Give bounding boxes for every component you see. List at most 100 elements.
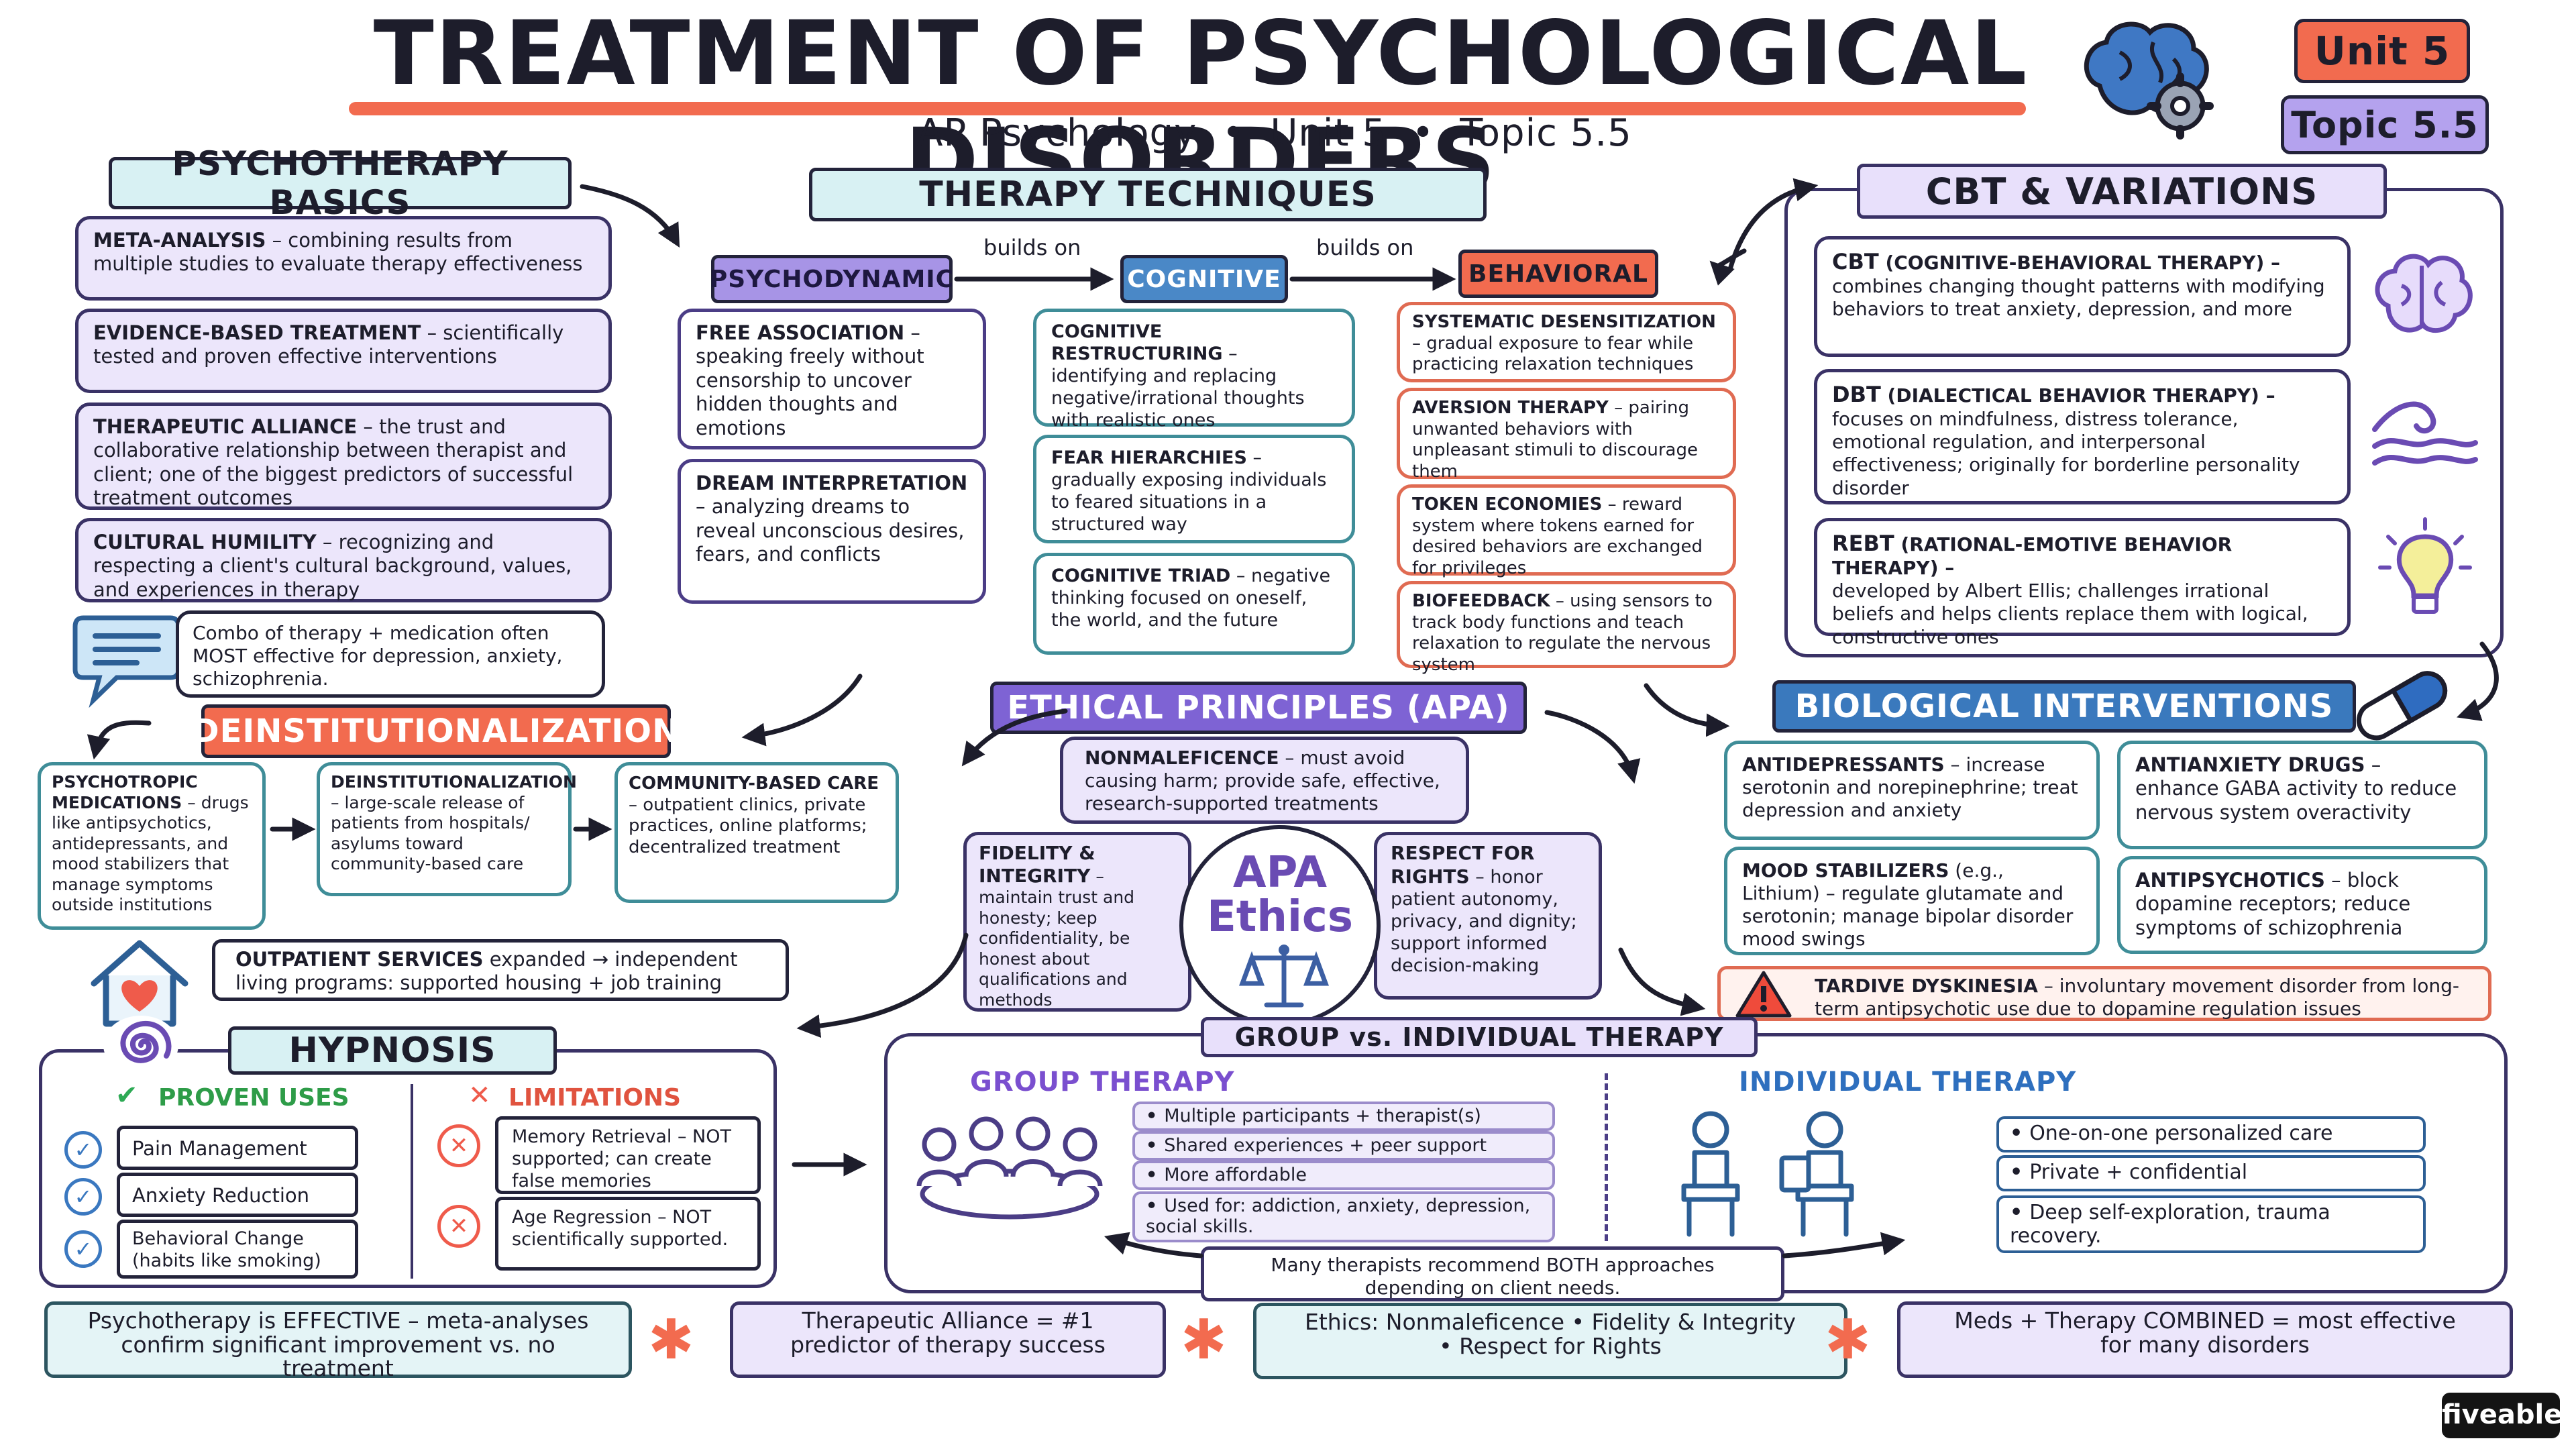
desc: – combining results from multiple studie… xyxy=(93,229,583,276)
full-name: (COGNITIVE-BEHAVIORAL THERAPY) – xyxy=(1878,252,2280,274)
tardive-dyskinesia: TARDIVE DYSKINESIA – involuntary movemen… xyxy=(1717,966,2491,1021)
group-note: Many therapists recommend BOTH approache… xyxy=(1201,1246,1784,1301)
star-icon: ✱ xyxy=(1825,1308,1871,1372)
psychodynamic-label: PSYCHODYNAMIC xyxy=(710,255,953,303)
limit-item: Age Regression – NOT scientifically supp… xyxy=(495,1197,761,1271)
desc: – drugs like antipsychotics, antidepress… xyxy=(52,792,249,915)
term: FREE ASSOCIATION xyxy=(696,321,905,344)
summary-ethics: Ethics: Nonmaleficence • Fidelity & Inte… xyxy=(1253,1303,1847,1379)
full-name: (RATIONAL-EMOTIVE BEHAVIOR THERAPY) – xyxy=(1832,533,2233,580)
basics-meta-analysis: META-ANALYSIS – combining results from m… xyxy=(75,216,612,301)
antidepressants: ANTIDEPRESSANTS – increase serotonin and… xyxy=(1724,741,2100,840)
basics-cultural-humility: CULTURAL HUMILITY – recognizing and resp… xyxy=(75,518,612,602)
community-based-care: COMMUNITY-BASED CARE – outpatient clinic… xyxy=(614,762,899,903)
term: DREAM INTERPRETATION xyxy=(696,472,968,494)
basics-note: Combo of therapy + medication often MOST… xyxy=(176,610,605,698)
systematic-desensitization: SYSTEMATIC DESENSITIZATION – gradual exp… xyxy=(1397,302,1736,382)
desc: (e.g., Lithium) – regulate glutamate and… xyxy=(1742,859,2074,951)
counseling-icon xyxy=(1657,1106,1878,1240)
warning-icon xyxy=(1735,970,1792,1018)
check-circle-icon: ✓ xyxy=(64,1230,102,1268)
desc: – analyzing dreams to reveal unconscious… xyxy=(696,495,965,566)
individual-item: One-on-one personalized care xyxy=(1996,1116,2426,1152)
wave-icon xyxy=(2368,389,2482,476)
spiral-icon xyxy=(101,1012,181,1079)
limitations-title: LIMITATIONS xyxy=(508,1084,681,1112)
desc: – the trust and collaborative relationsh… xyxy=(93,415,574,510)
term: TOKEN ECONOMIES xyxy=(1412,494,1603,515)
biofeedback: BIOFEEDBACK – using sensors to track bod… xyxy=(1397,581,1736,675)
desc: – using sensors to track body functions … xyxy=(1412,591,1713,676)
cbt-item: CBT (COGNITIVE-BEHAVIORAL THERAPY) – com… xyxy=(1814,236,2351,357)
limits-x-icon: ✕ xyxy=(468,1080,491,1111)
lightbulb-icon xyxy=(2375,517,2475,624)
bio-header: BIOLOGICAL INTERVENTIONS xyxy=(1772,680,2356,733)
summary-alliance: Therapeutic Alliance = #1 predictor of t… xyxy=(730,1301,1166,1378)
mood-stabilizers: MOOD STABILIZERS (e.g., Lithium) – regul… xyxy=(1724,847,2100,955)
desc: – scientifically tested and proven effec… xyxy=(93,321,564,368)
scales-icon xyxy=(1238,945,1330,1008)
individual-therapy-title: INDIVIDUAL THERAPY xyxy=(1739,1067,2077,1097)
group-item: Used for: addiction, anxiety, depression… xyxy=(1132,1191,1555,1242)
full-name: (DIALECTICAL BEHAVIOR THERAPY) – xyxy=(1880,384,2275,407)
basics-therapeutic-alliance: THERAPEUTIC ALLIANCE – the trust and col… xyxy=(75,402,612,510)
basics-evidence-based: EVIDENCE-BASED TREATMENT – scientificall… xyxy=(75,309,612,393)
star-icon: ✱ xyxy=(648,1308,694,1372)
cognitive-triad: COGNITIVE TRIAD – negative thinking focu… xyxy=(1033,553,1355,655)
antipsychotics: ANTIPSYCHOTICS – block dopamine receptor… xyxy=(2117,856,2487,954)
proven-item: Pain Management xyxy=(117,1126,358,1170)
desc: developed by Albert Ellis; challenges ir… xyxy=(1832,580,2308,648)
desc: – pairing unwanted behaviors with unplea… xyxy=(1412,398,1698,482)
desc: – increase serotonin and norepinephrine;… xyxy=(1742,753,2078,822)
desc: – speaking freely without censorship to … xyxy=(696,321,924,439)
group-item: Multiple participants + therapist(s) xyxy=(1132,1102,1555,1131)
term: THERAPEUTIC ALLIANCE xyxy=(93,415,358,438)
respect-for-rights: RESPECT FOR RIGHTS – honor patient auton… xyxy=(1374,832,1602,1000)
desc: – gradually exposing individuals to fear… xyxy=(1051,447,1327,535)
individual-item: Deep self-exploration, trauma recovery. xyxy=(1996,1195,2426,1253)
term: BIOFEEDBACK xyxy=(1412,591,1550,611)
topic-badge: Topic 5.5 xyxy=(2281,95,2489,154)
desc: – involuntary movement disorder from lon… xyxy=(1815,975,2459,1020)
pill-icon xyxy=(2341,661,2462,749)
term: COGNITIVE RESTRUCTURING xyxy=(1051,321,1223,364)
ethics-header: ETHICAL PRINCIPLES (APA) xyxy=(990,682,1527,734)
desc: focuses on mindfulness, distress toleran… xyxy=(1832,408,2300,499)
proven-uses-title: PROVEN USES xyxy=(158,1084,350,1112)
subtitle: AP Psychology • Unit 5 • Topic 5.5 xyxy=(917,111,1632,155)
fiveable-logo: fiveable xyxy=(2442,1393,2562,1438)
desc: – honor patient autonomy, privacy, and d… xyxy=(1391,866,1577,976)
brain-icon xyxy=(2368,246,2475,346)
dbt-item: DBT (DIALECTICAL BEHAVIOR THERAPY) – foc… xyxy=(1814,369,2351,504)
term: AVERSION THERAPY xyxy=(1412,398,1609,418)
aversion-therapy: AVERSION THERAPY – pairing unwanted beha… xyxy=(1397,388,1736,482)
cognitive-restructuring: COGNITIVE RESTRUCTURING – identifying an… xyxy=(1033,309,1355,431)
fidelity-integrity: FIDELITY & INTEGRITY – maintain trust an… xyxy=(963,832,1191,1012)
term: ANTIANXIETY DRUGS xyxy=(2135,753,2365,776)
outpatient-services: OUTPATIENT SERVICES expanded → independe… xyxy=(212,939,789,1001)
proven-item: Behavioral Change (habits like smoking) xyxy=(117,1220,358,1279)
term: FIDELITY & INTEGRITY xyxy=(979,842,1095,888)
cbt-header: CBT & VARIATIONS xyxy=(1857,164,2387,219)
desc: – gradual exposure to fear while practic… xyxy=(1412,333,1694,375)
desc: expanded → independent living programs: … xyxy=(235,948,738,995)
cognitive-label: COGNITIVE xyxy=(1120,255,1288,303)
unit-badge: Unit 5 xyxy=(2294,19,2470,83)
desc: – maintain trust and honesty; keep confi… xyxy=(979,867,1135,1010)
term: DBT xyxy=(1832,382,1881,407)
builds-on-label-2: builds on xyxy=(1316,235,1414,260)
builds-on-label-1: builds on xyxy=(983,235,1081,260)
term: CULTURAL HUMILITY xyxy=(93,531,317,553)
page-title: TREATMENT OF PSYCHOLOGICAL DISORDERS xyxy=(373,2,2029,213)
term: ANTIDEPRESSANTS xyxy=(1742,753,1945,775)
term: META-ANALYSIS xyxy=(93,229,266,252)
deinstitutionalization-box: DEINSTITUTIONALIZATION – large-scale rel… xyxy=(317,762,577,896)
term: TARDIVE DYSKINESIA xyxy=(1815,975,2038,997)
term: EVIDENCE-BASED TREATMENT xyxy=(93,321,421,344)
term: ANTIPSYCHOTICS xyxy=(2135,869,2325,892)
psychotropic-medications: PSYCHOTROPIC MEDICATIONS – drugs like an… xyxy=(38,762,266,930)
apa-label: APA xyxy=(1232,848,1328,898)
individual-item: Private + confidential xyxy=(1996,1155,2426,1191)
behavioral-label: BEHAVIORAL xyxy=(1458,250,1658,298)
proven-item: Anxiety Reduction xyxy=(117,1173,358,1217)
